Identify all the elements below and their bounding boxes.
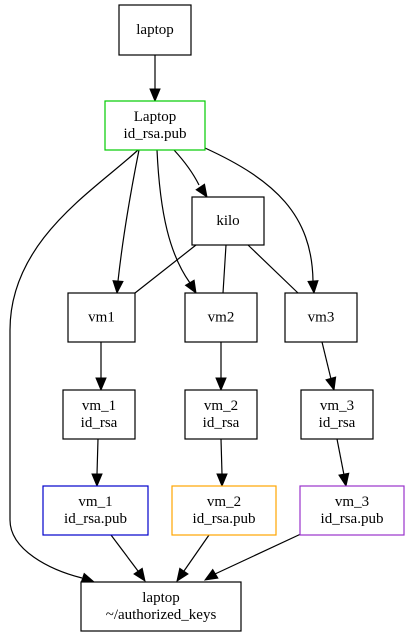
- node-box-laptop: [118, 4, 192, 56]
- node-vm1-pub: vm_1id_rsa.pub: [42, 485, 149, 536]
- edge-laptop_pub-to-vm3: [204, 147, 314, 282]
- arrowhead-laptop_pub-to-vm1: [112, 280, 124, 295]
- node-box-vm2-pub: [171, 485, 277, 536]
- arrowhead-laptop_pub-to-vm2: [184, 279, 197, 295]
- edge-laptop_pub-to-kilo: [173, 149, 200, 186]
- edges-layer: [9, 55, 350, 584]
- node-box-vm3-rsa: [300, 389, 374, 440]
- arrowhead-laptop_pub-to-kilo: [195, 183, 208, 199]
- node-vm2-pub: vm_2id_rsa.pub: [171, 485, 277, 536]
- arrowhead-vm2_pub-to-auth_keys: [176, 567, 189, 583]
- node-label-laptop-pub-1: id_rsa.pub: [124, 126, 187, 142]
- node-box-vm3-pub: [299, 485, 405, 536]
- node-box-kilo: [191, 196, 265, 246]
- node-label-vm3-pub-1: id_rsa.pub: [321, 511, 384, 527]
- node-label-vm3-0: vm3: [308, 310, 335, 326]
- node-label-vm3-rsa-1: id_rsa: [319, 415, 356, 431]
- node-auth-keys: laptop~/authorized_keys: [80, 581, 242, 632]
- node-vm3: vm3: [284, 292, 358, 343]
- node-label-vm1-0: vm1: [88, 310, 115, 326]
- node-vm1-rsa: vm_1id_rsa: [62, 389, 136, 440]
- edge-laptop_pub-to-vm2: [156, 149, 191, 284]
- node-box-vm1-pub: [42, 485, 149, 536]
- arrowhead-laptop-to-laptop_pub: [149, 88, 161, 103]
- edge-kilo-to-vm2: [222, 244, 227, 294]
- arrowhead-laptop_pub-to-vm3: [307, 280, 319, 295]
- arrowhead-vm2-to-vm2_rsa: [215, 377, 227, 392]
- edge-vm1_rsa-to-vm1_pub: [96, 438, 99, 475]
- node-label-vm1-pub-0: vm_1: [78, 494, 112, 510]
- node-label-vm2-rsa-1: id_rsa: [203, 415, 240, 431]
- node-label-laptop-pub-0: Laptop: [134, 109, 177, 125]
- node-vm3-pub: vm_3id_rsa.pub: [299, 485, 405, 536]
- arrowhead-vm2_rsa-to-vm2_pub: [216, 473, 228, 488]
- arrowhead-vm3_rsa-to-vm3_pub: [338, 472, 350, 488]
- node-box-vm2: [184, 292, 258, 343]
- node-label-auth-keys-0: laptop: [142, 590, 180, 606]
- arrowhead-vm1_pub-to-auth_keys: [133, 567, 146, 583]
- edge-vm2_rsa-to-vm2_pub: [220, 438, 223, 475]
- node-laptop: laptop: [118, 4, 192, 56]
- edge-vm3_rsa-to-vm3_pub: [336, 438, 345, 476]
- edge-kilo-to-vm1: [134, 244, 197, 294]
- node-vm2: vm2: [184, 292, 258, 343]
- edge-laptop_pub-to-auth_keys: [9, 149, 139, 579]
- node-label-kilo-0: kilo: [216, 213, 239, 229]
- node-box-vm3: [284, 292, 358, 343]
- edge-vm3-to-vm3_rsa: [321, 341, 332, 380]
- node-label-vm3-rsa-0: vm_3: [320, 398, 354, 414]
- node-box-auth-keys: [80, 581, 242, 632]
- node-label-vm1-rsa-0: vm_1: [82, 398, 116, 414]
- edge-vm2_pub-to-auth_keys: [183, 534, 210, 572]
- edge-kilo-to-vm3: [247, 244, 299, 294]
- node-label-vm2-rsa-0: vm_2: [204, 398, 238, 414]
- node-label-vm1-rsa-1: id_rsa: [81, 415, 118, 431]
- node-vm1: vm1: [67, 292, 136, 343]
- node-box-vm2-rsa: [184, 389, 258, 440]
- node-vm2-rsa: vm_2id_rsa: [184, 389, 258, 440]
- edge-laptop_pub-to-vm1: [117, 149, 140, 282]
- node-kilo: kilo: [191, 196, 265, 246]
- node-box-vm1: [67, 292, 136, 343]
- node-label-vm2-pub-1: id_rsa.pub: [193, 511, 256, 527]
- node-box-vm1-rsa: [62, 389, 136, 440]
- node-label-vm3-pub-0: vm_3: [335, 494, 369, 510]
- node-label-laptop-0: laptop: [136, 22, 174, 38]
- node-label-auth-keys-1: ~/authorized_keys: [106, 607, 217, 623]
- node-label-vm2-pub-0: vm_2: [207, 494, 241, 510]
- arrowhead-vm3_pub-to-auth_keys: [203, 568, 219, 581]
- arrowhead-vm3-to-vm3_rsa: [325, 376, 337, 392]
- edge-vm1_pub-to-auth_keys: [110, 534, 139, 572]
- node-label-vm1-pub-1: id_rsa.pub: [64, 511, 127, 527]
- arrowhead-vm1-to-vm1_rsa: [95, 377, 107, 392]
- node-box-laptop-pub: [104, 100, 206, 151]
- arrowhead-vm1_rsa-to-vm1_pub: [91, 473, 103, 488]
- node-label-vm2-0: vm2: [208, 310, 235, 326]
- node-vm3-rsa: vm_3id_rsa: [300, 389, 374, 440]
- edge-vm3_pub-to-auth_keys: [214, 532, 304, 575]
